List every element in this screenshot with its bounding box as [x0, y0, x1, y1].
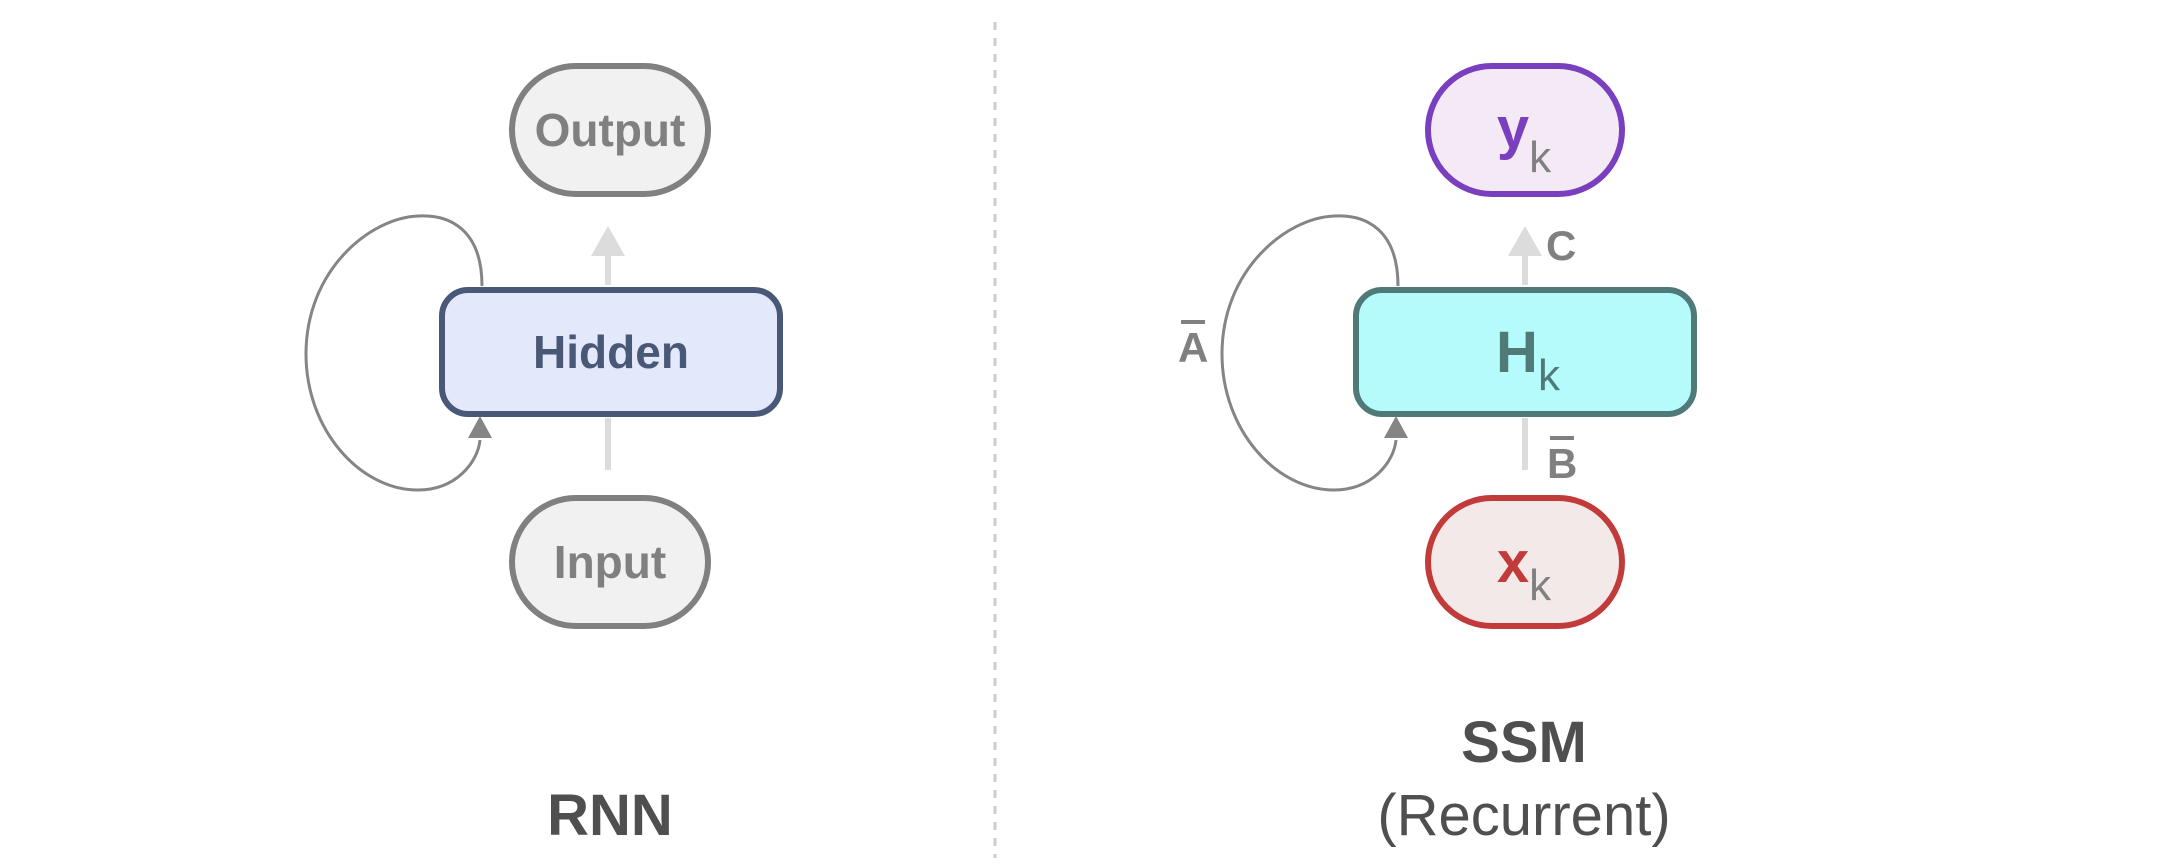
ssm-input-node: xk	[1425, 495, 1625, 629]
ssm-caption: SSM	[1461, 710, 1587, 775]
rnn-caption: RNN	[547, 783, 673, 848]
ssm-b-label-group: B	[1547, 436, 1577, 487]
ssm-a-label: A	[1178, 324, 1208, 371]
ssm-recurrent-loop	[1220, 214, 1400, 492]
ssm-output-label: yk	[1497, 96, 1552, 182]
rnn-loop-arrowhead	[468, 416, 492, 438]
ssm-hidden-label: Hk	[1496, 320, 1561, 400]
rnn-input-label: Input	[554, 536, 666, 588]
rnn-hidden-to-output-arrowhead	[591, 226, 625, 256]
ssm-input-main: x	[1497, 530, 1529, 595]
ssm-caption-sub: (Recurrent)	[1377, 783, 1670, 848]
ssm-c-label: C	[1546, 222, 1576, 269]
ssm-input-label: xk	[1497, 530, 1552, 610]
ssm-input-sub: k	[1529, 561, 1552, 610]
rnn-recurrent-loop	[304, 214, 484, 492]
ssm-output-main: y	[1497, 96, 1529, 161]
ssm-loop-arrowhead	[1384, 416, 1408, 438]
ssm-output-sub: k	[1529, 133, 1552, 182]
ssm-hidden-main: H	[1496, 320, 1538, 385]
ssm-hidden-node: Hk	[1353, 287, 1697, 417]
rnn-output-node: Output	[509, 63, 711, 197]
rnn-hidden-node: Hidden	[439, 287, 783, 417]
ssm-a-label-group: A	[1178, 320, 1208, 371]
rnn-hidden-label: Hidden	[533, 326, 689, 378]
ssm-panel: C B yk Hk xk	[1178, 63, 1697, 848]
rnn-input-node: Input	[509, 495, 711, 629]
rnn-panel: Output Hidden Input RNN	[304, 63, 783, 848]
ssm-c-arrowhead	[1508, 226, 1542, 256]
ssm-hidden-sub: k	[1538, 351, 1561, 400]
rnn-output-label: Output	[535, 104, 686, 156]
ssm-b-label: B	[1547, 440, 1577, 487]
ssm-output-node: yk	[1425, 63, 1625, 197]
